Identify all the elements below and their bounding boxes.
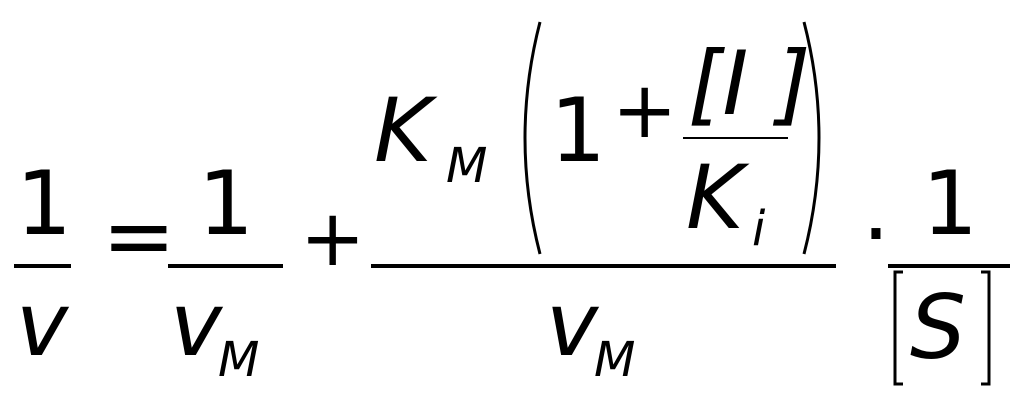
term3-numerator: 1 bbox=[922, 152, 978, 255]
term1-fraction-bar bbox=[168, 264, 283, 268]
inner-one: 1 bbox=[550, 79, 606, 182]
term2-denominator-sub: M bbox=[594, 332, 636, 388]
term2-fraction-bar bbox=[371, 264, 836, 268]
ki-subscript: i bbox=[752, 201, 766, 257]
term1-denominator-sub: M bbox=[218, 332, 260, 388]
term1-denominator: v bbox=[170, 273, 223, 376]
km-symbol: K bbox=[374, 79, 432, 182]
multiply-dot: · bbox=[862, 182, 890, 285]
lhs-numerator: 1 bbox=[16, 152, 72, 255]
lhs-fraction-bar bbox=[14, 264, 71, 268]
term2-denominator: v bbox=[546, 273, 599, 376]
inner-fraction-bar bbox=[683, 137, 788, 139]
lhs-denominator: v bbox=[16, 273, 69, 376]
inhibitor-concentration: [I ] bbox=[688, 32, 811, 135]
equals-sign: = bbox=[102, 184, 176, 287]
km-subscript: M bbox=[446, 138, 488, 194]
term1-numerator: 1 bbox=[198, 152, 254, 255]
ki-symbol: K bbox=[686, 146, 744, 249]
plus-sign: + bbox=[300, 194, 366, 284]
term3-fraction-bar bbox=[888, 264, 1010, 268]
substrate-symbol: S bbox=[910, 276, 966, 379]
inner-plus: + bbox=[612, 66, 678, 156]
